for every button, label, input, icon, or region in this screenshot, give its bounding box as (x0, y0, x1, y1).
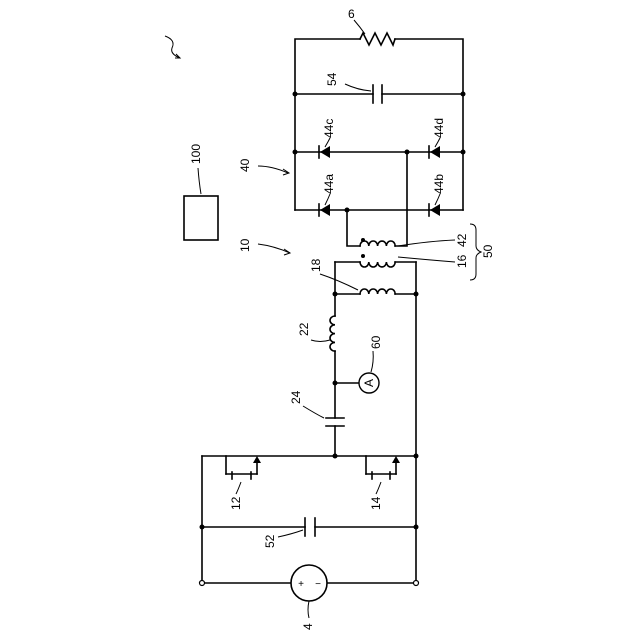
switch-12: 12 (226, 456, 261, 510)
inductor-18-leader (320, 274, 358, 290)
ammeter-symbol: A (362, 379, 376, 387)
diode-44c-label: 44c (322, 119, 336, 138)
resistor-6 (360, 33, 395, 45)
inductor-22-leader (311, 340, 330, 342)
junction-dot (200, 525, 205, 530)
switch-12-label: 12 (229, 496, 243, 510)
figure-reference (165, 36, 180, 58)
terminal-right (414, 581, 419, 586)
rectifier-bridge: 44c 44d 44a 44b 40 (238, 94, 466, 216)
load-section: 6 54 (293, 7, 466, 103)
capacitor-24-label: 24 (289, 390, 303, 404)
inductor-22-label: 22 (297, 322, 311, 336)
diode-44b (429, 204, 440, 216)
junction-dot (414, 525, 419, 530)
controller-100-label: 100 (189, 144, 203, 164)
diode-44b-label: 44b (432, 174, 446, 194)
ammeter-60-leader (371, 351, 373, 372)
junction-dot (333, 454, 338, 459)
coil-42-polarity-dot (361, 238, 365, 242)
transformer-50-label: 50 (481, 244, 495, 258)
rectifier-40-label: 40 (238, 158, 252, 172)
capacitor-54-label: 54 (325, 72, 339, 86)
terminal-left (200, 581, 205, 586)
switch-14: 14 (366, 456, 400, 510)
controller-100-leader (198, 168, 201, 194)
wire-coil42-right (395, 152, 407, 246)
figure-leader-line (165, 36, 180, 58)
source-4-leader (308, 601, 309, 618)
primary-circuit: 18 22 A 60 24 (202, 258, 419, 583)
diode-44b-leader (435, 194, 440, 205)
capacitor-54-leader (345, 84, 371, 91)
controller-100: 100 (184, 144, 218, 240)
wire-top-right (395, 39, 463, 94)
junction-dot (293, 150, 298, 155)
resistor-6-label: 6 (348, 7, 355, 21)
diode-44d (429, 146, 440, 158)
diode-44c-leader (325, 138, 330, 147)
diode-44a-leader (325, 194, 330, 205)
junction-dot (333, 292, 338, 297)
capacitor-24-leader (303, 406, 324, 418)
capacitor-52 (305, 518, 315, 536)
diode-44c (319, 146, 330, 158)
circuit-10-leader (258, 244, 290, 253)
coil-42 (360, 241, 395, 246)
voltage-source-4: + − (291, 565, 327, 601)
capacitor-24 (326, 418, 344, 426)
resistor-6-leader (354, 20, 365, 34)
ammeter-60: A (359, 373, 379, 393)
source-plus-mark: + (298, 579, 304, 590)
coil-16-label: 16 (455, 254, 469, 268)
ammeter-60-label: 60 (369, 335, 383, 349)
capacitor-52-section: 52 (200, 518, 419, 548)
capacitor-54 (373, 85, 382, 103)
source-4-label: 4 (301, 623, 315, 630)
wire-coil42-left (347, 210, 360, 246)
inductor-22 (330, 316, 335, 351)
diode-44d-label: 44d (432, 118, 446, 138)
capacitor-52-leader (278, 530, 303, 537)
diode-44a (319, 204, 330, 216)
coil-16 (360, 262, 395, 267)
inductor-18 (360, 289, 395, 294)
transformer-50: 42 16 50 10 (238, 152, 495, 280)
transformer-brace (470, 224, 481, 280)
switch-14-label: 14 (369, 496, 383, 510)
junction-dot (414, 292, 419, 297)
coil-42-label: 42 (455, 233, 469, 247)
junction-dot (333, 381, 338, 386)
junction-dot (414, 454, 419, 459)
source-minus-mark: − (315, 579, 321, 590)
inductor-18-label: 18 (309, 258, 323, 272)
diode-44d-leader (435, 138, 440, 147)
source-section: + − 4 (200, 565, 419, 630)
diode-44a-label: 44a (322, 174, 336, 194)
circuit-10-label: 10 (238, 238, 252, 252)
junction-dot (461, 150, 466, 155)
coil-16-polarity-dot (361, 254, 365, 258)
capacitor-52-label: 52 (263, 534, 277, 548)
